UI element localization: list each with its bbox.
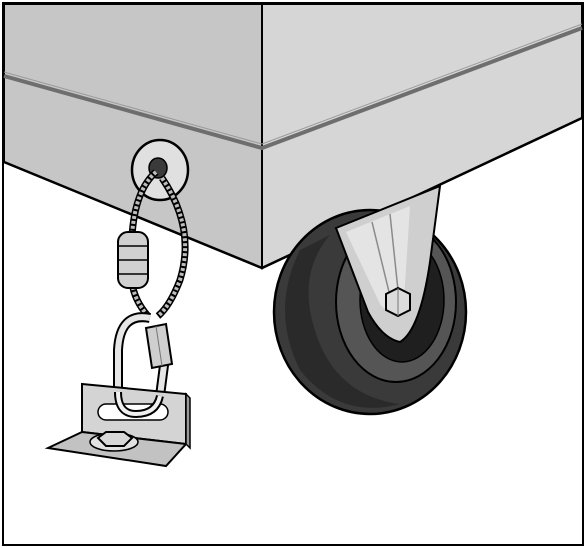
caster-fork-rib	[371, 221, 391, 297]
cabinet-seam-highlight	[3, 23, 583, 145]
caster-fork-rib	[389, 213, 399, 291]
cabinet-seam-line	[3, 26, 583, 151]
cable-strand-left-fill	[130, 170, 158, 237]
caster-fork	[334, 184, 442, 344]
safety-cable	[128, 169, 189, 319]
caster-tire-face	[285, 235, 400, 408]
quick-link-sleeve-edge	[155, 325, 163, 367]
cable-strand-right-fill	[156, 176, 188, 318]
bracket-side-return	[185, 392, 191, 450]
bracket-bolt-head	[96, 431, 134, 447]
quick-link-hook-fill	[116, 391, 162, 417]
cable-ferrule	[117, 231, 149, 289]
floor-bracket	[44, 382, 191, 468]
caster-fork-shading	[346, 206, 410, 312]
cabinet-bottom-edge	[3, 116, 583, 270]
